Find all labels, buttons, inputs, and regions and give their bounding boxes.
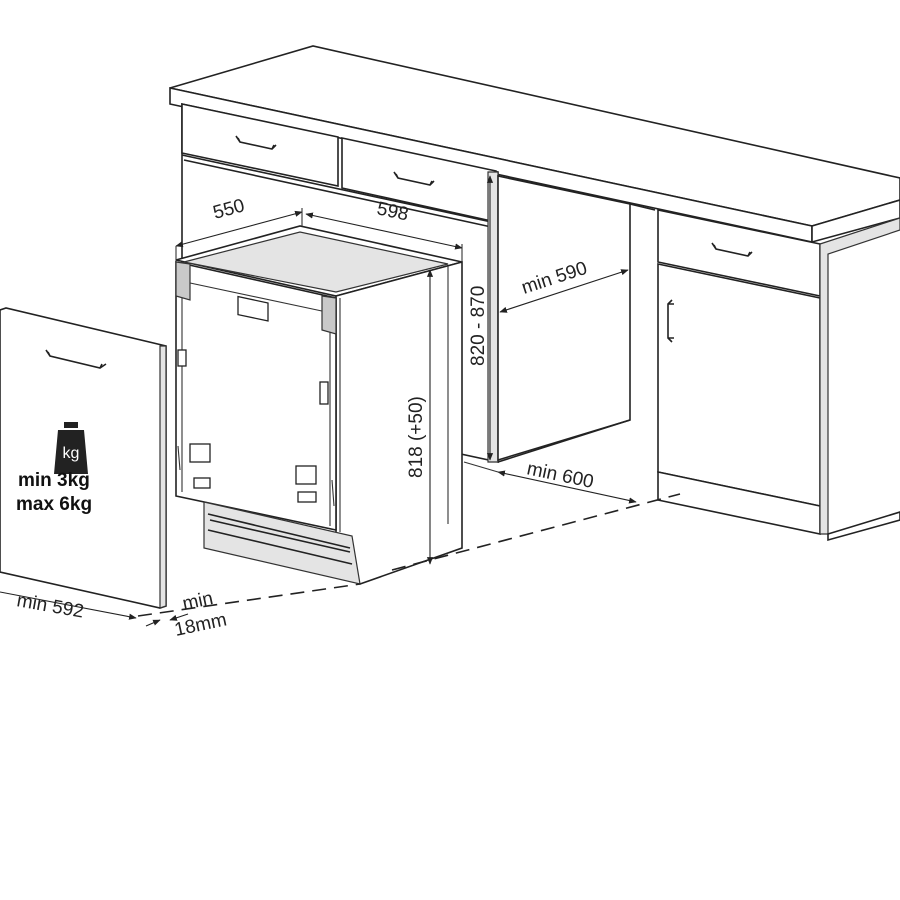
door-handle-icon <box>45 349 107 369</box>
door-weight-max-label: max 6kg <box>16 494 92 515</box>
door-thickness-label-line2: 18mm <box>173 609 229 641</box>
door-width-label: min 592 <box>15 590 85 622</box>
right-cabinet <box>657 209 900 542</box>
countertop <box>169 45 900 244</box>
weight-icon-label: kg <box>63 445 80 462</box>
dimension-lines <box>0 175 637 627</box>
furniture-door-panel: kg min 3kg max 6kg <box>0 307 167 609</box>
door-handle-icon <box>667 299 674 343</box>
drawer-handle-icon <box>393 171 435 186</box>
drawer-handle-icon <box>711 242 753 257</box>
appliance-height-label: 818 (+50) <box>406 396 427 478</box>
door-weight-min-label: min 3kg <box>18 470 90 491</box>
weight-icon: kg <box>54 422 88 474</box>
door-thickness-label-line1: min <box>181 588 215 615</box>
drawer-handle-icon <box>235 135 277 150</box>
niche-opening <box>497 175 656 463</box>
floor-guides <box>137 461 681 617</box>
niche-height-label: 820 - 870 <box>468 286 489 366</box>
niche-width-label: min 600 <box>525 458 595 493</box>
